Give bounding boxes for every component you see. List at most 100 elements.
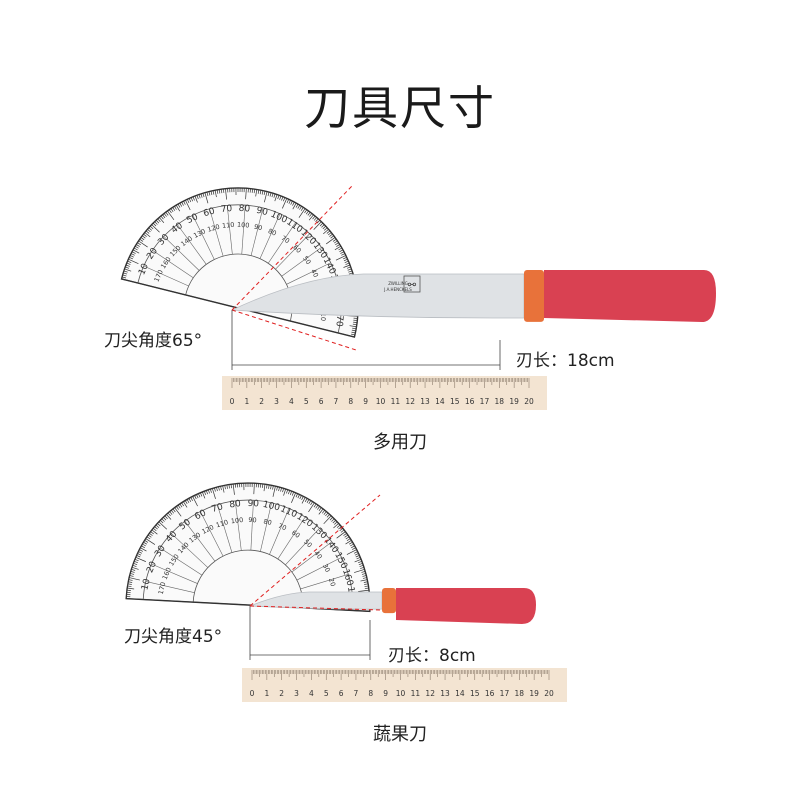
protractor-ray (291, 541, 332, 573)
protractor-tick (323, 511, 327, 515)
protractor-tick (349, 325, 357, 328)
protractor-ray (159, 547, 203, 576)
protractor-tick (168, 209, 172, 214)
protractor-tick (198, 194, 201, 199)
protractor-tick (309, 213, 313, 217)
protractor-inner-label: 10 (319, 313, 328, 322)
protractor-inner-label: 70 (277, 522, 288, 533)
protractor-tick (257, 189, 260, 194)
protractor-tick (364, 585, 369, 587)
protractor-tick (329, 516, 334, 521)
protractor-tick (313, 503, 317, 508)
protractor-tick (128, 579, 133, 581)
ruler-label: 20 (524, 397, 534, 406)
ruler-label: 10 (396, 689, 406, 698)
protractor-tick (325, 512, 329, 517)
protractor-tick (273, 193, 276, 198)
protractor-inner-label: 50 (302, 538, 314, 549)
ruler-label: 16 (485, 689, 495, 698)
protractor-inner-label: 110 (222, 221, 235, 230)
protractor-tick (127, 585, 132, 587)
protractor-tick (190, 197, 193, 202)
protractor-outer-label: 50 (185, 212, 200, 226)
protractor-tick (152, 222, 157, 227)
ruler-label: 2 (259, 397, 264, 406)
protractor-tick (322, 225, 327, 230)
protractor-tick (196, 494, 199, 499)
ruler-label: 18 (515, 689, 525, 698)
ruler-label: 3 (274, 397, 279, 406)
protractor-tick (323, 227, 328, 231)
protractor-tick (345, 262, 350, 265)
protractor-tick (346, 549, 357, 555)
protractor-tick (352, 327, 357, 330)
protractor-inner-label: 40 (309, 268, 320, 279)
protractor-tick (185, 199, 191, 211)
protractor-tick (326, 230, 331, 234)
ruler-label: 10 (376, 397, 386, 406)
protractor-tick (317, 506, 320, 510)
protractor-ray (275, 233, 310, 270)
knife-blade (249, 591, 383, 610)
protractor-tick (305, 210, 309, 215)
protractor-tick (190, 497, 193, 501)
protractor-ray (151, 563, 198, 584)
protractor-tick (220, 486, 222, 491)
protractor-tick (167, 512, 171, 517)
protractor-tick (348, 270, 353, 273)
knife1-tip-angle-label: 刀尖角度65° (104, 331, 203, 351)
protractor-tick (128, 258, 139, 264)
protractor-tick (142, 543, 146, 547)
protractor-inner-label: 90 (248, 516, 257, 524)
ruler-label: 14 (435, 397, 445, 406)
protractor-tick (263, 484, 266, 492)
protractor-tick (286, 199, 290, 204)
ruler-label: 5 (324, 689, 329, 698)
protractor-tick (162, 214, 166, 219)
protractor-tick (332, 238, 337, 242)
protractor-tick (326, 514, 330, 518)
protractor-tick (345, 536, 350, 540)
protractor-tick (350, 543, 354, 547)
protractor-tick (133, 247, 138, 251)
protractor-ray (226, 205, 233, 255)
protractor-ray (177, 224, 207, 265)
protractor-tick (346, 538, 351, 542)
protractor-tick (205, 490, 208, 495)
protractor-ray (286, 262, 331, 285)
protractor-ray (200, 511, 224, 557)
protractor-inner-label: 100 (230, 516, 243, 525)
protractor-tick (340, 529, 345, 533)
ruler-label: 4 (309, 689, 314, 698)
protractor-ray (260, 502, 272, 552)
protractor-tick (333, 523, 339, 529)
protractor-ray (277, 516, 306, 560)
protractor-inner-label: 120 (206, 223, 220, 234)
protractor-tick (249, 188, 251, 193)
protractor-tick (283, 197, 286, 202)
protractor-tick (253, 189, 256, 194)
protractor-tick (354, 553, 359, 556)
protractor-tick (131, 251, 136, 254)
protractor-tick (321, 509, 326, 514)
protractor-ray (217, 504, 233, 553)
protractor-tick (323, 515, 332, 525)
protractor-tick (196, 195, 199, 200)
protractor-tick (346, 266, 351, 269)
ruler-label: 17 (480, 397, 490, 406)
protractor-tick (154, 526, 158, 530)
protractor-tick (131, 568, 136, 571)
protractor-tick (231, 188, 233, 193)
protractor-tick (364, 583, 369, 585)
protractor-tick (358, 562, 363, 565)
protractor-tick (313, 221, 322, 230)
protractor-ray (250, 207, 264, 256)
ruler-body (222, 376, 547, 410)
ruler-label: 4 (289, 397, 294, 406)
protractor-tick (192, 496, 198, 507)
protractor-tick (353, 317, 358, 319)
protractor-tick (351, 331, 356, 334)
protractor-inner-label: 90 (253, 223, 263, 233)
protractor-tick (123, 270, 128, 273)
protractor-tick (194, 195, 198, 203)
